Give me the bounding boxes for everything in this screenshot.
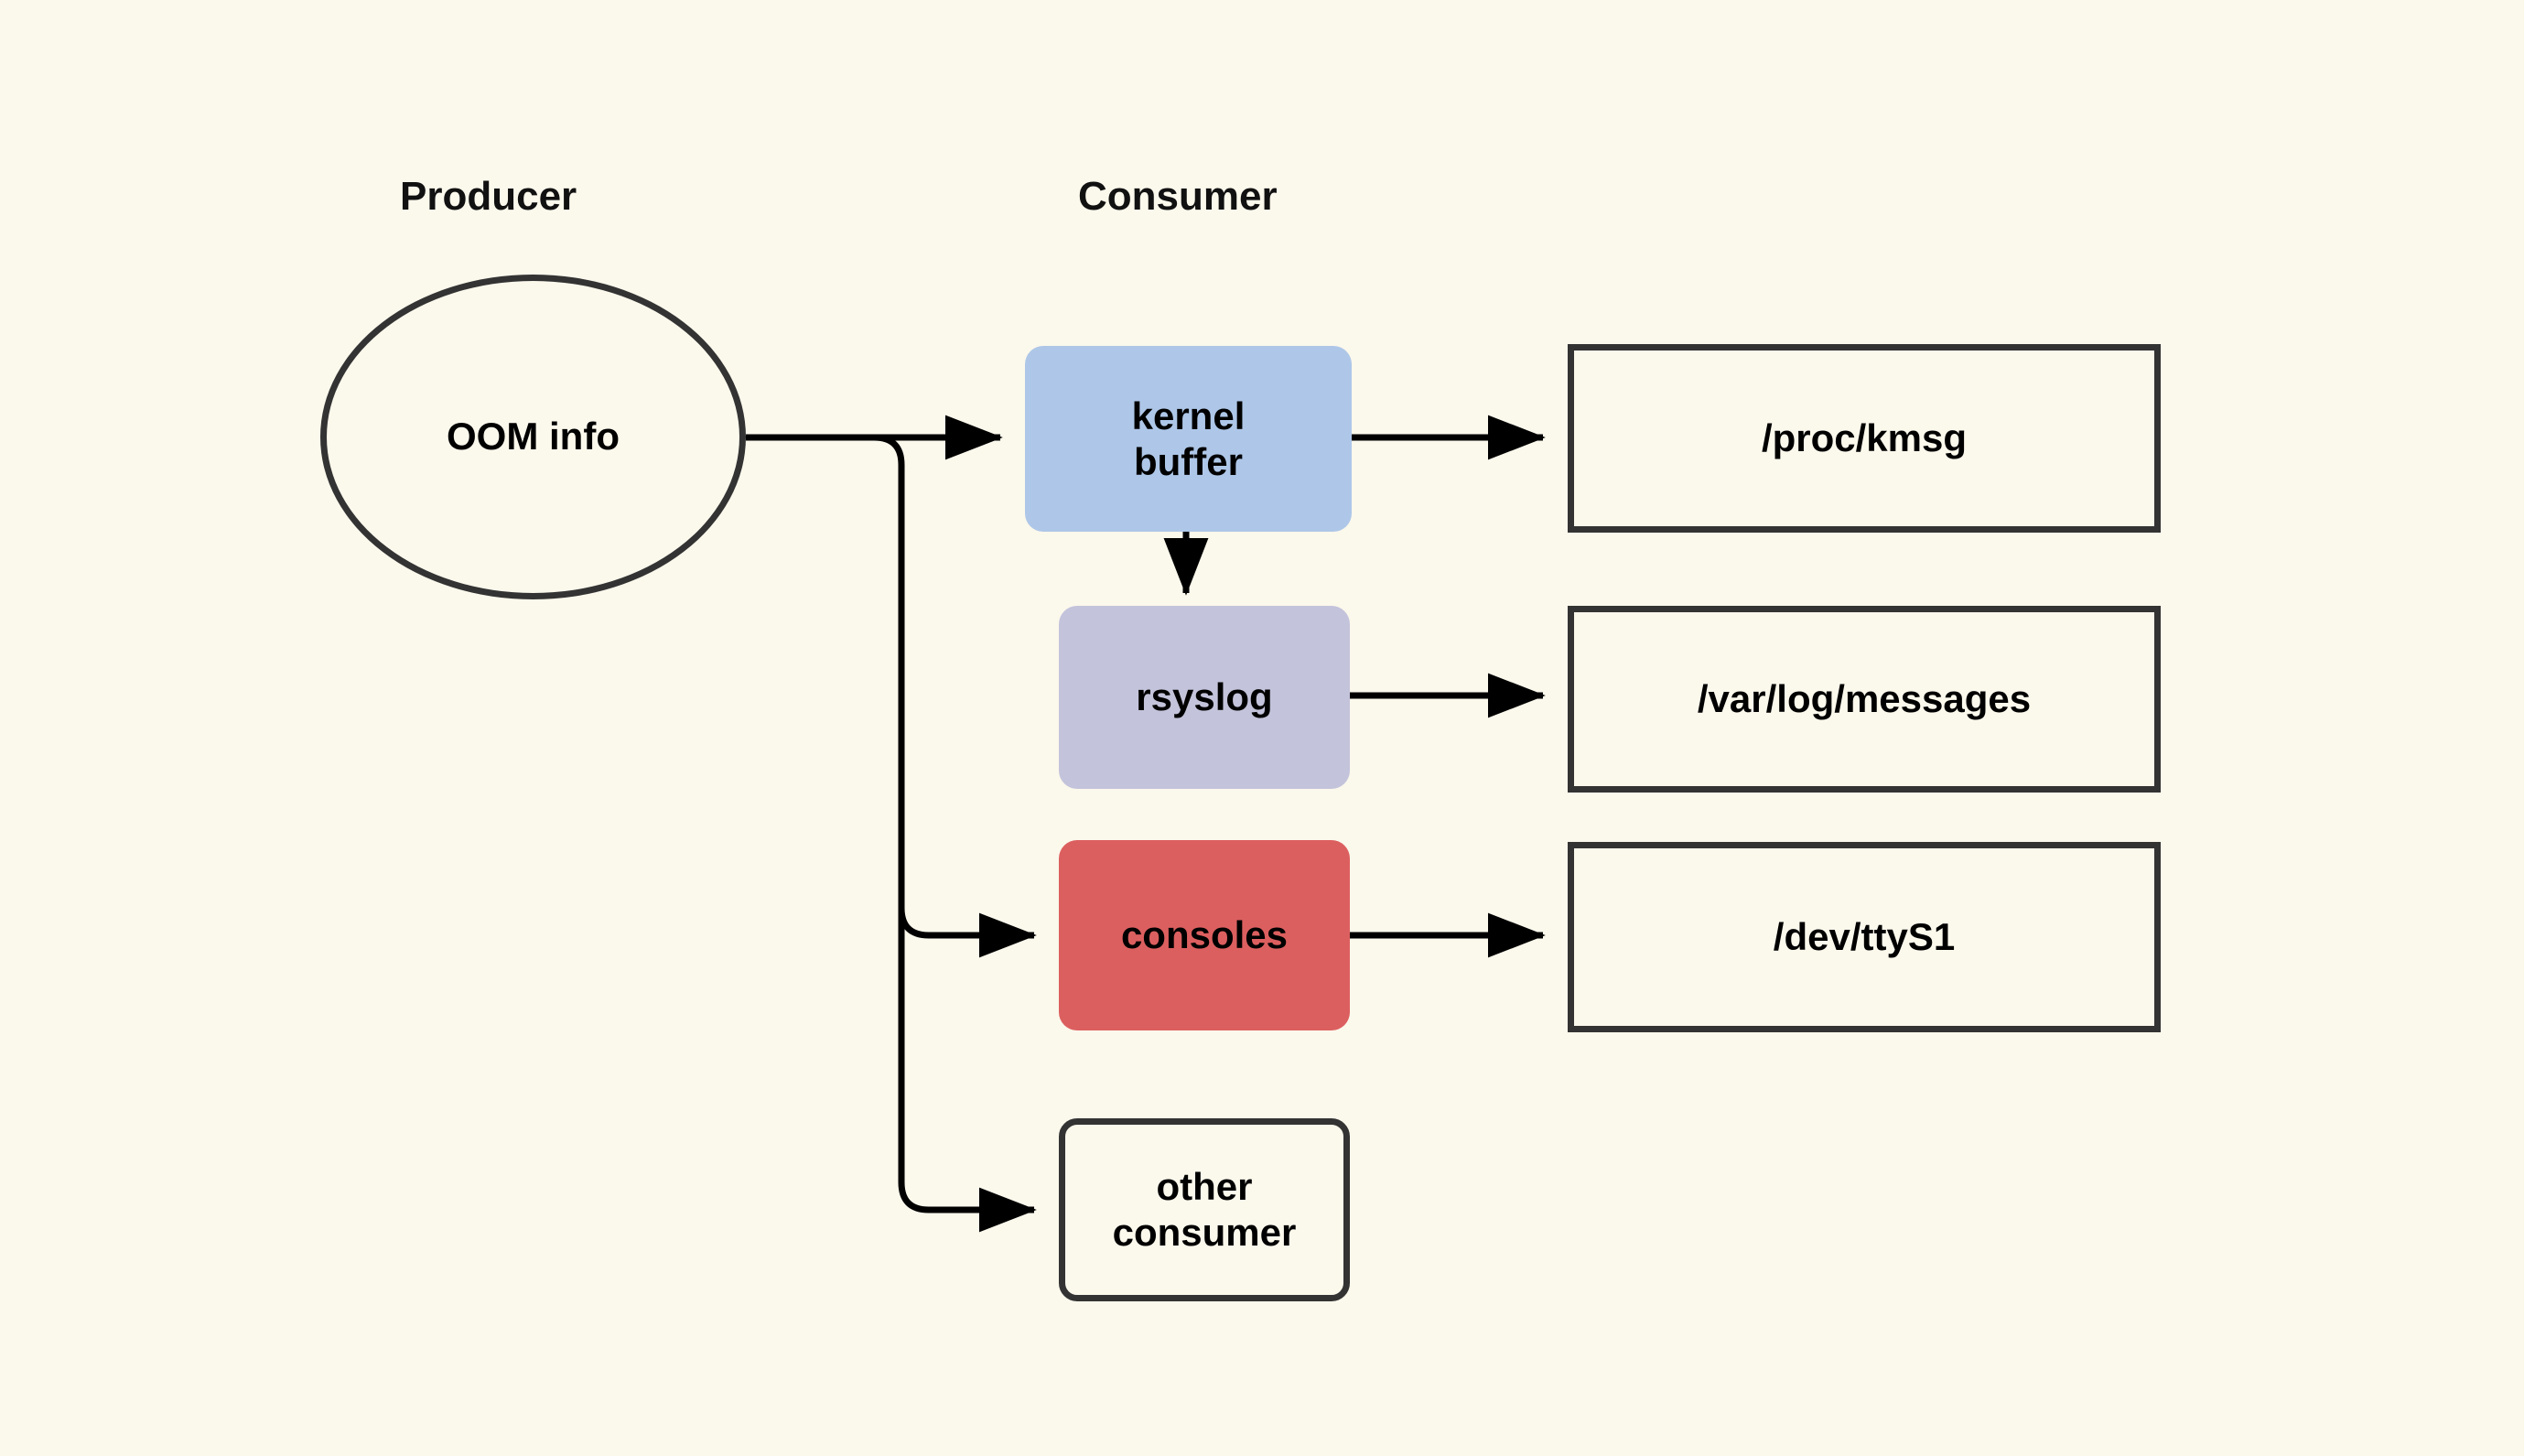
node-oom-info-label: OOM info xyxy=(447,415,620,458)
node-dev-ttys1-label: /dev/ttyS1 xyxy=(1773,915,1956,958)
node-rsyslog-label: rsyslog xyxy=(1136,675,1273,719)
node-kernel-buffer[interactable]: kernel buffer xyxy=(1025,346,1352,532)
edge-trunk-vertical xyxy=(746,434,959,1213)
node-consoles-label: consoles xyxy=(1120,913,1289,957)
node-dev-ttys1[interactable]: /dev/ttyS1 xyxy=(1568,842,2161,1032)
node-proc-kmsg[interactable]: /proc/kmsg xyxy=(1568,344,2161,533)
node-other-consumer[interactable]: other consumer xyxy=(1059,1118,1350,1301)
node-other-consumer-label: other consumer xyxy=(1112,1165,1297,1254)
node-proc-kmsg-label: /proc/kmsg xyxy=(1761,416,1968,459)
node-kernel-buffer-label: kernel buffer xyxy=(1131,394,1246,483)
edge-oom-to-consoles xyxy=(898,907,1037,958)
node-rsyslog[interactable]: rsyslog xyxy=(1059,606,1350,789)
node-var-log-messages[interactable]: /var/log/messages xyxy=(1568,606,2161,793)
column-title-producer: Producer xyxy=(400,174,577,219)
column-title-consumer: Consumer xyxy=(1078,174,1278,219)
node-consoles[interactable]: consoles xyxy=(1059,840,1350,1030)
node-oom-info[interactable]: OOM info xyxy=(320,275,746,599)
node-var-log-messages-label: /var/log/messages xyxy=(1697,677,2032,720)
